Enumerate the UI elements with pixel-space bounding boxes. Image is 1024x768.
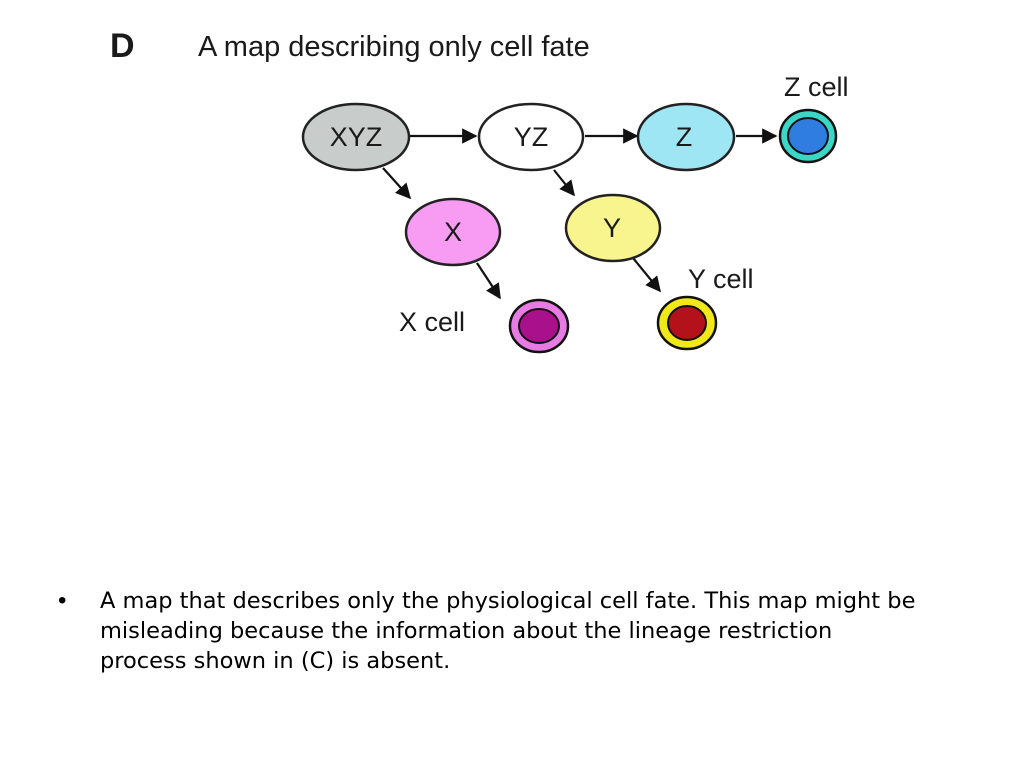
node-z-label: Z bbox=[676, 122, 693, 152]
arrow-yz-to-y bbox=[553, 169, 575, 197]
node-y: Y bbox=[564, 193, 662, 263]
node-x: X bbox=[404, 197, 502, 267]
z-cell-label: Z cell bbox=[784, 72, 849, 102]
arrow-y-to-y-cell bbox=[632, 257, 661, 293]
panel-letter: D bbox=[110, 27, 135, 65]
node-y-label: Y bbox=[603, 213, 621, 243]
bullet-symbol: • bbox=[58, 587, 67, 614]
bullet-text: A map that describes only the physiologi… bbox=[100, 588, 916, 674]
node-xyz: XYZ bbox=[301, 102, 411, 172]
bullet-point: • A map that describes only the physiolo… bbox=[58, 586, 958, 676]
arrow-xyz-to-x bbox=[382, 167, 412, 200]
figure-title: A map describing only cell fate bbox=[198, 31, 590, 63]
node-yz-label: YZ bbox=[514, 122, 549, 152]
x-cell-label: X cell bbox=[399, 307, 465, 337]
y-cell-label: Y cell bbox=[688, 264, 754, 294]
z-cell bbox=[778, 108, 838, 164]
node-x-label: X bbox=[444, 217, 462, 247]
y-cell bbox=[656, 295, 718, 351]
node-z: Z bbox=[636, 102, 736, 172]
cell-fate-diagram: D A map describing only cell fate XYZ YZ… bbox=[110, 27, 849, 354]
arrow-x-to-x-cell bbox=[476, 262, 501, 300]
node-xyz-label: XYZ bbox=[330, 122, 383, 152]
node-yz: YZ bbox=[477, 102, 585, 172]
x-cell bbox=[508, 298, 570, 354]
